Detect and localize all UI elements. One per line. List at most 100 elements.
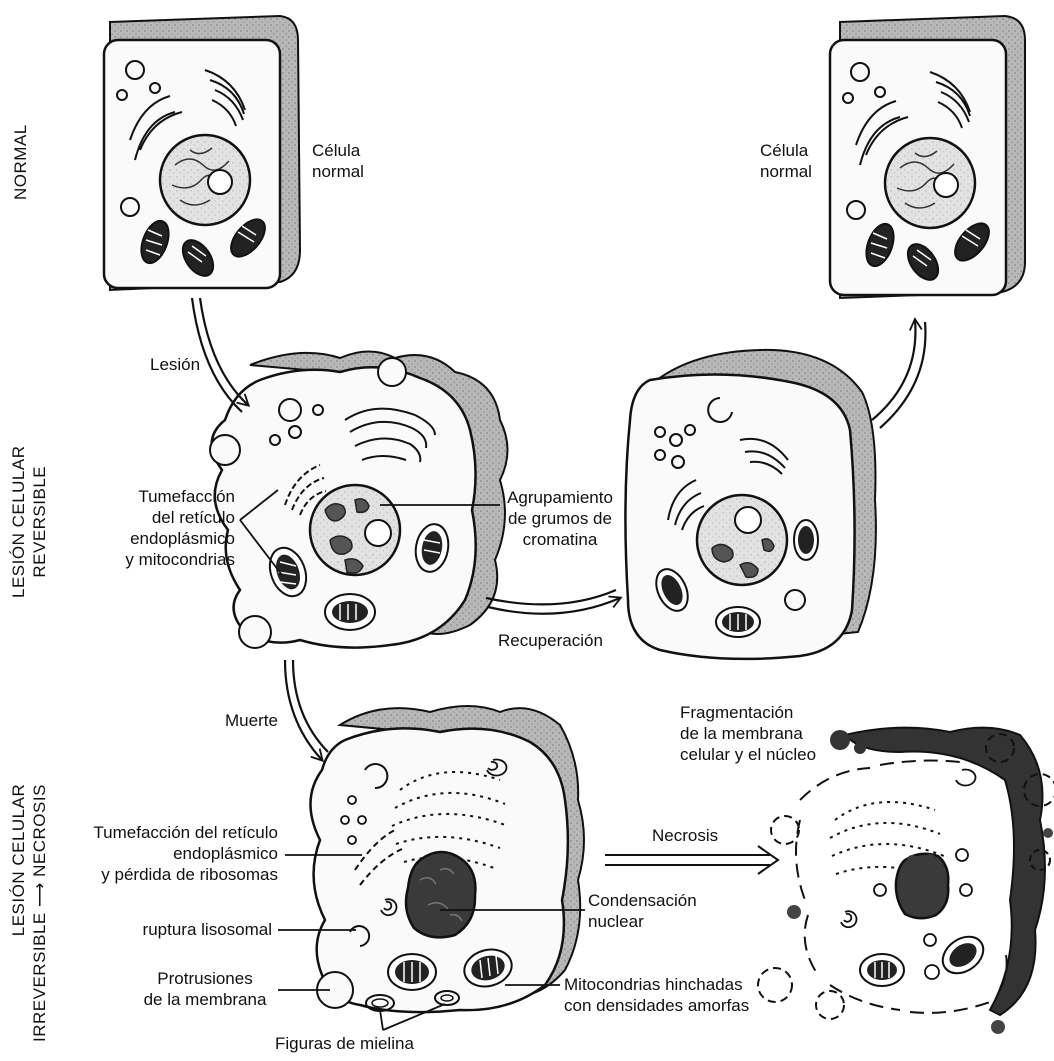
label-line: y pérdida de ribosomas [60, 864, 278, 885]
row-title-reversible: LESIÓN CELULAR REVERSIBLE [8, 446, 50, 599]
label-line: Mitocondrias hinchadas [564, 974, 749, 995]
swollen-mitochondrion [936, 929, 990, 980]
label-line: Protrusiones [135, 968, 275, 989]
row-title-line: LESIÓN CELULAR [8, 670, 29, 1050]
label-swelling-er-mito: Tumefacción del retículo endoplásmico y … [60, 486, 235, 570]
label-nuclear-condensation: Condensación nuclear [588, 890, 697, 932]
vesicle [925, 965, 939, 979]
label-lysosomal-rupture: ruptura lisosomal [60, 919, 272, 940]
label-line: Condensación [588, 890, 697, 911]
label-injury: Lesión [150, 354, 200, 375]
membrane-bleb [378, 358, 406, 386]
label-line: cromatina [500, 529, 620, 550]
row-title-irreversible: LESIÓN CELULAR IRREVERSIBLE ⟶ NECROSIS [8, 670, 50, 1050]
membrane-fragment [830, 730, 850, 750]
nucleus [160, 135, 250, 225]
mitochondrion [794, 520, 818, 560]
label-membrane-blebs: Protrusiones de la membrana [135, 968, 275, 1010]
nucleolus [735, 507, 761, 533]
membrane-bleb [210, 435, 240, 465]
arrow-recovery [486, 590, 616, 604]
nucleolus [365, 520, 391, 546]
irreversible-injury-cell [310, 706, 584, 1012]
label-myelin-figures: Figuras de mielina [275, 1033, 414, 1054]
row-title-line: IRREVERSIBLE ⟶ NECROSIS [29, 670, 50, 1050]
reversible-injury-cell [210, 352, 508, 649]
row-title-line: REVERSIBLE [29, 446, 50, 599]
label-line: de la membrana [135, 989, 275, 1010]
label-line: Figuras de mielina [275, 1033, 414, 1054]
vesicle [956, 849, 968, 861]
vesicle [907, 855, 917, 865]
label-line: Tumefacción [60, 486, 235, 507]
label-line: de la membrana [680, 723, 816, 744]
label-line: normal [312, 161, 364, 182]
label-line: nuclear [588, 911, 697, 932]
label-line: Célula [760, 140, 812, 161]
arrow-return-normal [880, 322, 925, 428]
vesicle [874, 884, 886, 896]
arrow-return-normal [872, 320, 915, 420]
label-line: Muerte [225, 710, 278, 731]
label-necrosis: Necrosis [652, 825, 718, 846]
swollen-mitochondrion [388, 954, 436, 990]
row-title-line: LESIÓN CELULAR [8, 446, 29, 599]
debris [787, 905, 801, 919]
mitochondrion [716, 607, 760, 637]
label-line: con densidades amorfas [564, 995, 749, 1016]
label-line: Lesión [150, 354, 200, 375]
myelin-figure [841, 911, 856, 927]
arrow-necrosis-head [758, 846, 778, 874]
membrane-bleb [758, 968, 792, 1002]
row-title-necrosis-word: NECROSIS [30, 784, 49, 877]
label-line: normal [760, 161, 812, 182]
row-title-irreversible-word: IRREVERSIBLE [30, 912, 49, 1042]
label-line: Célula [312, 140, 364, 161]
label-recovery: Recuperación [498, 630, 603, 651]
label-swollen-mito: Mitocondrias hinchadas con densidades am… [564, 974, 749, 1016]
label-line: Tumefacción del retículo [60, 822, 278, 843]
vesicle [924, 934, 936, 946]
arrow-death [293, 660, 328, 752]
leader-line [380, 1010, 383, 1030]
nucleus [885, 138, 975, 228]
membrane-bleb [239, 616, 271, 648]
arrow-right-icon: ⟶ [30, 882, 49, 907]
vesicle [924, 854, 936, 866]
arrow-recovery [488, 598, 620, 614]
recovering-cell [625, 350, 875, 659]
condensed-nucleus [896, 854, 948, 919]
row-title-normal: NORMAL [10, 124, 31, 200]
necrotic-cell [758, 728, 1054, 1034]
vesicle [960, 884, 972, 896]
label-line: celular y el núcleo [680, 744, 816, 765]
label-normal-cell-left: Célula normal [312, 140, 364, 182]
membrane-bleb [771, 816, 799, 844]
label-death: Muerte [225, 710, 278, 731]
label-line: y mitocondrias [60, 549, 235, 570]
label-line: endoplásmico [60, 528, 235, 549]
label-line: endoplásmico [60, 843, 278, 864]
label-line: Fragmentación [680, 702, 816, 723]
label-line: del retículo [60, 507, 235, 528]
label-line: Agrupamiento [500, 487, 620, 508]
row-title-normal-text: NORMAL [10, 124, 31, 200]
condensed-nucleus [406, 852, 475, 937]
nucleolus [208, 170, 232, 194]
label-er-swelling-ribosome-loss: Tumefacción del retículo endoplásmico y … [60, 822, 278, 885]
label-fragmentation: Fragmentación de la membrana celular y e… [680, 702, 816, 765]
label-line: ruptura lisosomal [60, 919, 272, 940]
label-chromatin-clumping: Agrupamiento de grumos de cromatina [500, 487, 620, 550]
swollen-mitochondrion [325, 594, 375, 630]
label-line: de grumos de [500, 508, 620, 529]
arrow-death [285, 660, 322, 760]
arrow-injury [200, 298, 248, 405]
membrane-bleb [816, 991, 844, 1019]
label-line: Necrosis [652, 825, 718, 846]
swollen-mitochondrion [860, 954, 904, 986]
debris [1043, 828, 1053, 838]
normal-cell-left [104, 16, 300, 290]
label-line: Recuperación [498, 630, 603, 651]
label-normal-cell-right: Célula normal [760, 140, 812, 182]
debris [991, 1020, 1005, 1034]
